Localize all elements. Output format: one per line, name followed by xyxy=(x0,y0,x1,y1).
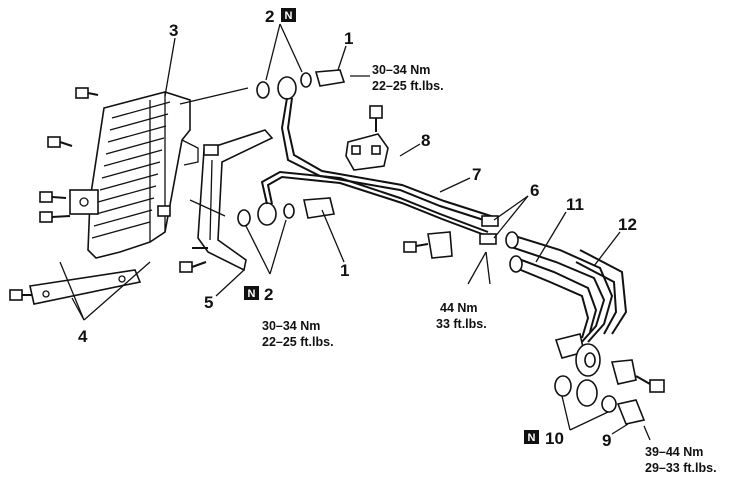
oil-hoses xyxy=(505,231,628,345)
cooler-bolts xyxy=(9,87,171,301)
torque-top-right-ft: 22–25 ft.lbs. xyxy=(372,79,444,93)
new-part-badge-bottom xyxy=(244,286,259,300)
label-12: 12 xyxy=(618,215,637,234)
mounting-plate xyxy=(29,269,142,305)
label-8: 8 xyxy=(421,131,430,150)
torque-bottom-right-nm: 39–44 Nm xyxy=(645,445,703,459)
label-5: 5 xyxy=(204,293,213,312)
torque-middle-right-ft: 33 ft.lbs. xyxy=(436,317,487,331)
torque-specs: 30–34 Nm 22–25 ft.lbs. 30–34 Nm 22–25 ft… xyxy=(262,63,717,475)
tube-fittings xyxy=(479,215,499,245)
oil-tubes xyxy=(260,97,495,238)
torque-middle-right-nm: 44 Nm xyxy=(440,301,478,315)
new-part-badge-lower-right xyxy=(524,430,539,444)
clamp-middle xyxy=(403,231,453,259)
mounting-bracket xyxy=(179,129,274,273)
label-2-top: 2 xyxy=(265,7,274,26)
label-4: 4 xyxy=(78,327,88,346)
banjo-lower xyxy=(237,197,335,227)
label-2-bottom: 2 xyxy=(264,285,273,304)
label-7: 7 xyxy=(472,165,481,184)
label-3: 3 xyxy=(169,21,178,40)
new-part-badge-top-text: N xyxy=(285,10,293,22)
callout-labels: 1 2 N 3 8 7 6 11 12 1 5 N 2 4 N 10 9 xyxy=(78,7,637,450)
oil-cooler xyxy=(69,91,199,259)
torque-bottom-center-nm: 30–34 Nm xyxy=(262,319,320,333)
new-part-badge-bottom-text: N xyxy=(248,288,256,300)
label-11: 11 xyxy=(566,195,584,214)
new-part-badge-top xyxy=(281,8,296,22)
label-6: 6 xyxy=(530,181,539,200)
banjo-top xyxy=(256,69,346,100)
torque-top-right-nm: 30–34 Nm xyxy=(372,63,430,77)
lower-fittings xyxy=(554,333,665,425)
label-1-bottom: 1 xyxy=(340,261,349,280)
torque-bottom-center-ft: 22–25 ft.lbs. xyxy=(262,335,334,349)
new-part-badge-lower-right-text: N xyxy=(528,432,536,444)
leader-lines xyxy=(59,23,651,441)
clamp-top xyxy=(345,105,389,171)
torque-bottom-right-ft: 29–33 ft.lbs. xyxy=(645,461,717,475)
label-9: 9 xyxy=(602,431,611,450)
label-1-top: 1 xyxy=(344,29,353,48)
label-10: 10 xyxy=(545,429,564,448)
